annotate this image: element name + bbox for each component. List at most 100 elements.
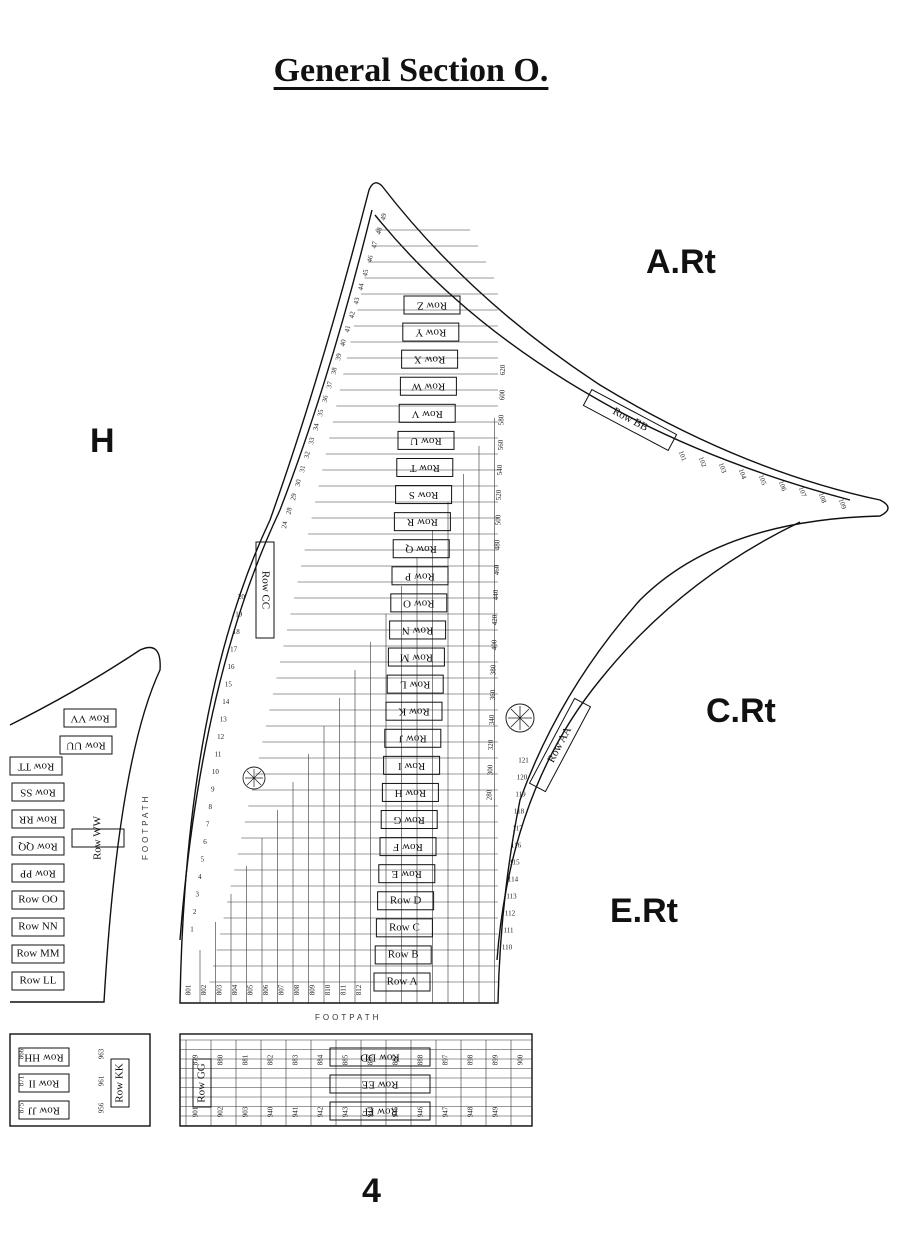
plot-number: 8 [208,803,212,811]
row-label: Row MM [16,948,59,960]
row-box [11,944,65,964]
plot-number: 899 [492,1054,500,1065]
row-label: Row CC [259,571,271,609]
tree-icon [505,703,535,733]
plot-number: 34 [312,422,321,431]
plot-number: 121 [518,757,529,765]
row-box [380,810,438,830]
plot-number: 5 [201,856,205,864]
plot-number: 280 [486,789,494,800]
row-label: Row II [28,1077,59,1089]
plot-number: 420 [491,614,499,625]
inner-boundary [179,209,373,941]
plot-number: 947 [442,1106,450,1117]
row-label: Row KK [114,1063,126,1102]
row-label: Row U [410,435,442,447]
row-box [381,782,439,802]
row-box [377,891,435,911]
plot-number: 17 [230,646,238,654]
plot-number: 12 [217,733,225,741]
plot-number: 812 [355,984,363,995]
row-label: Row S [409,489,439,501]
plot-number: 886 [367,1054,375,1065]
plot-number: 804 [231,984,239,995]
plot-number: 4 [198,873,202,881]
plot-number: 801 [185,984,193,995]
plot-number: 340 [488,714,496,725]
plot-number: 875 [18,1102,26,1113]
plot-number: 540 [496,464,504,475]
plot-number: 44 [357,282,366,291]
plot-number: 37 [325,380,334,389]
row-box [528,697,592,793]
region-label-e-rt: E.Rt [610,892,678,930]
plot-number: 963 [98,1048,106,1059]
row-box [18,1073,70,1093]
plot-number: 866 [18,1048,26,1059]
plot-number: 31 [298,464,307,473]
row-label: Row F [393,841,423,853]
row-box [110,1058,130,1108]
row-label: Row W [411,381,445,393]
row-box [384,728,442,748]
plot-number: 480 [494,539,502,550]
row-label: Row OO [18,894,57,906]
row-label: Row TT [17,760,54,772]
plot-number: 41 [343,324,352,333]
plot-number: 942 [317,1106,325,1117]
plot-number: 111 [504,927,514,935]
row-label: Row VV [70,712,109,724]
plot-number: 600 [498,389,506,400]
plot-number: 29 [289,492,298,501]
row-box [374,945,432,965]
plot-number: 897 [442,1054,450,1065]
plot-number: 560 [497,439,505,450]
plot-number: 113 [506,893,517,901]
row-box [401,349,459,369]
row-label: Row O [403,597,435,609]
plot-number: 18 [233,628,241,636]
row-label: Row QQ [18,840,57,852]
row-box [396,457,454,477]
row-box [383,755,441,775]
plot-number: 106 [777,480,788,493]
row-box [386,674,444,694]
row-box [11,836,65,856]
row-box [403,295,461,315]
row-box [63,708,117,728]
row-box [390,593,448,613]
plot-number: 885 [342,1054,350,1065]
row-label: Row L [400,679,431,691]
plot-number: 16 [228,663,236,671]
row-box [385,701,443,721]
plot-number: 104 [737,468,748,481]
plot-number: 47 [370,240,379,249]
plot-number: 888 [417,1054,425,1065]
plot-number: 46 [366,254,375,263]
footpath-label-vertical: FOOTPATH [141,794,150,860]
row-label: Row P [405,570,435,582]
plot-number: 114 [508,876,519,884]
plot-number: 13 [220,716,228,724]
plot-number: 49 [379,212,388,221]
plot-number: 807 [278,984,286,995]
plot-number: 33 [307,436,316,445]
plot-number: 961 [98,1075,106,1086]
plot-number: 43 [352,296,361,305]
plot-number: 118 [514,808,525,816]
plot-number: 9 [211,786,215,794]
row-box [379,837,437,857]
plot-number: 2 [193,908,197,916]
row-box [11,863,65,883]
plot-number: 806 [262,984,270,995]
plot-number: 116 [511,842,522,850]
plot-number: 948 [467,1106,475,1117]
plot-number: 35 [316,408,325,417]
plot-number: 1 [190,926,194,934]
plot-number: 809 [309,984,317,995]
plot-number: 944 [367,1106,375,1117]
row-box [11,890,65,910]
row-label: Row R [406,516,438,528]
plot-number: 887 [392,1054,400,1065]
